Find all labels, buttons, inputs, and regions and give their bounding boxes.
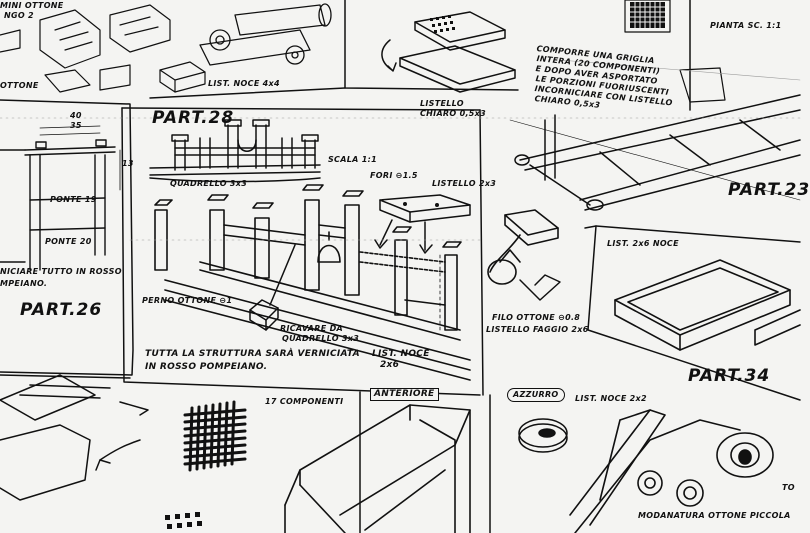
- azzurro-disk: [518, 418, 568, 453]
- label-listello-chiaro-1: LISTELLO: [420, 99, 464, 108]
- label-scala: SCALA 1:1: [328, 155, 377, 164]
- label-part34: PART.34: [688, 366, 771, 386]
- grating-block: [624, 0, 671, 33]
- ladder-part23: [509, 94, 801, 211]
- bottom-left-parts: [0, 374, 149, 501]
- label-top-left-2: NGO 2: [4, 11, 34, 20]
- label-ponte20: PONTE 20: [45, 237, 92, 246]
- label-part23: PART.23: [728, 180, 810, 200]
- clapper-piece: [487, 209, 559, 285]
- label-quadrello: QUADRELLO 3x3: [170, 179, 248, 188]
- noce-2x2-piece: [569, 409, 774, 533]
- label-list-noce-2x6-1: LIST. NOCE: [372, 349, 430, 359]
- label-top-left-sub: OTTONE: [0, 81, 39, 90]
- label-part26: PART.26: [20, 300, 103, 320]
- label-struttura-1: TUTTA LA STRUTTURA SARÀ VERNICIATA: [145, 349, 360, 359]
- label-anteriore: ANTERIORE: [370, 388, 439, 401]
- label-struttura-2: IN ROSSO POMPEIANO.: [145, 362, 268, 372]
- label-list-noce-4x4: LIST. NOCE 4x4: [208, 79, 280, 88]
- label-list-noce-2x6-2: 2x6: [380, 360, 400, 370]
- label-list-2x6-noce: LIST. 2x6 NOCE: [607, 239, 679, 248]
- label-ricavare-1: RICAVARE DA: [280, 324, 344, 333]
- label-pianta: PIANTA SC. 1:1: [710, 21, 782, 30]
- label-listello-2x3: LISTELLO 2x3: [432, 179, 497, 188]
- label-list-noce-2x2: LIST. NOCE 2x2: [575, 394, 647, 403]
- label-perno: PERNO OTTONE ⊖1: [142, 296, 233, 305]
- label-left-note-1: NICIARE TUTTO IN ROSSO: [0, 267, 122, 276]
- label-componenti: 17 COMPONENTI: [265, 397, 344, 406]
- grid-plates: [381, 11, 516, 93]
- label-modanatura: MODANATURA OTTONE PICCOLA: [638, 511, 791, 520]
- label-dim-13: 13: [122, 159, 134, 168]
- label-fori: FORI ⊖1.5: [370, 171, 418, 180]
- label-dim-35: 35: [70, 121, 82, 130]
- cannon-drawing: [199, 3, 332, 66]
- anteriore-frame: [284, 404, 471, 533]
- label-dim-40: 40: [70, 111, 82, 120]
- listello-2x3-piece: [374, 194, 471, 254]
- label-ponte19: PONTE 19: [50, 195, 97, 204]
- label-to: TO: [782, 483, 795, 492]
- woven-grid: [183, 400, 247, 472]
- belfry-elevation: [149, 119, 321, 183]
- label-azzurro: AZZURRO: [507, 388, 565, 402]
- label-left-note-2: MPEIANO.: [0, 279, 48, 288]
- label-listello-faggio: LISTELLO FAGGIO 2x6: [486, 325, 589, 334]
- label-listello-chiaro-2: CHIARO 0,5x3: [420, 109, 486, 118]
- label-part28: PART.28: [152, 108, 235, 128]
- label-top-left-1: MINI OTTONE: [0, 1, 64, 10]
- top-left-parts: [0, 4, 171, 93]
- label-filo: FILO OTTONE ⊖0.8: [492, 313, 581, 322]
- part26-frame: [0, 125, 121, 271]
- label-ricavare-2: QUADRELLO 3x3: [282, 334, 360, 343]
- part34-trough: [614, 259, 801, 351]
